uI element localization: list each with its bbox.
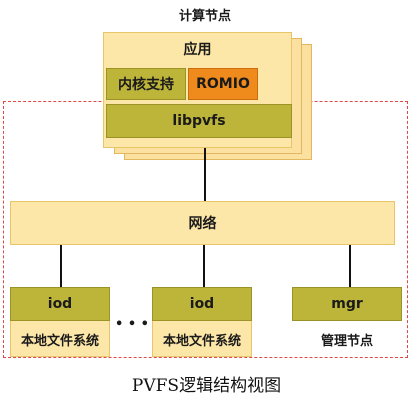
- romio-box: ROMIO: [188, 68, 258, 100]
- manager-node-title: 管理节点: [320, 333, 373, 349]
- kernel-support-box: 内核支持: [106, 68, 186, 100]
- local-fs-label-2: 本地文件系统: [162, 334, 241, 349]
- local-fs-label-1: 本地文件系统: [20, 334, 99, 349]
- connector-compute-network: [204, 148, 206, 202]
- libpvfs-box: libpvfs: [106, 104, 292, 138]
- application-label: 应用: [183, 42, 212, 58]
- connector-network-mgr: [349, 245, 351, 287]
- compute-node-title: 计算节点: [178, 8, 231, 24]
- figure-caption: PVFS逻辑结构视图: [131, 375, 282, 396]
- iod-box-1: iod: [10, 287, 110, 321]
- network-bar: 网络: [10, 201, 395, 245]
- mgr-box: mgr: [292, 287, 402, 321]
- connector-network-iod-1: [60, 245, 62, 287]
- more-nodes-ellipsis: • • •: [115, 316, 149, 332]
- iod-box-2: iod: [152, 287, 252, 321]
- connector-network-iod-2: [203, 245, 205, 287]
